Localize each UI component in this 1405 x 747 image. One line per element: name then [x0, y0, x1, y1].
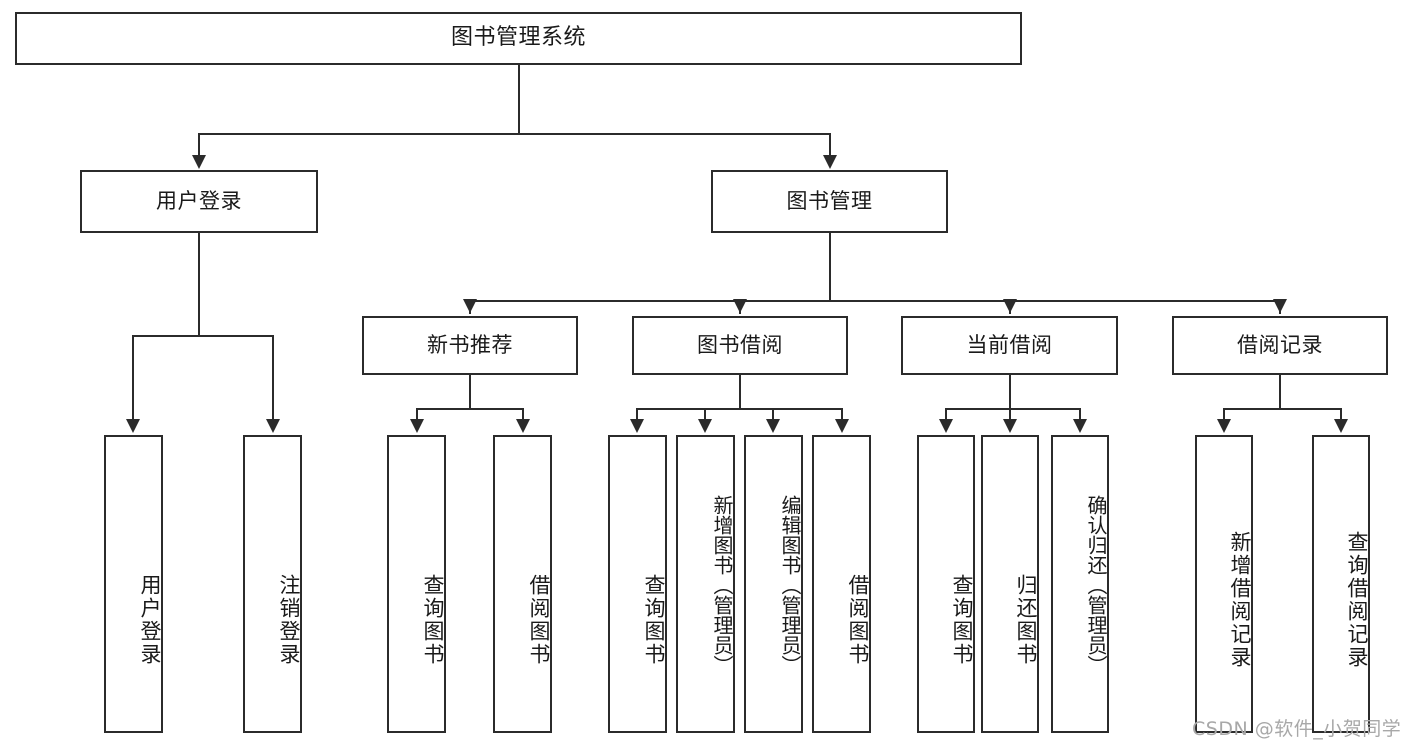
arrowhead-new-book-leaf-1 [410, 419, 424, 433]
edge-book-management-stem [829, 233, 831, 300]
arrowhead-borrow-record-leaf-1 [1217, 419, 1231, 433]
edge-borrow-record-stem [1279, 375, 1281, 408]
leaf-new-book-borrow-books[interactable]: 借阅图书 [493, 435, 552, 733]
edge-new-book-recommend-bus [416, 408, 524, 410]
arrowhead-book-management [823, 155, 837, 169]
leaf-book-borrow-query-books[interactable]: 查询图书 [608, 435, 667, 733]
edge-book-borrow-bus [636, 408, 843, 410]
arrowhead-current-borrow [1003, 299, 1017, 313]
edge-root-to-book-management [829, 133, 831, 157]
edge-new-book-recommend-to-leaf-1 [416, 408, 418, 421]
edge-root-stem [518, 65, 520, 133]
arrowhead-book-borrow-leaf-3 [766, 419, 780, 433]
arrowhead-user-login-leaf-1 [126, 419, 140, 433]
arrowhead-current-borrow-leaf-2 [1003, 419, 1017, 433]
node-root-book-management-system[interactable]: 图书管理系统 [15, 12, 1022, 65]
leaf-borrow-record-add-record[interactable]: 新增借阅记录 [1195, 435, 1253, 733]
edge-user-login-to-leaf-2 [272, 335, 274, 421]
leaf-current-borrow-return-books[interactable]: 归还图书 [981, 435, 1039, 733]
edge-current-borrow-bus [945, 408, 1080, 410]
leaf-borrow-record-query-record[interactable]: 查询借阅记录 [1312, 435, 1370, 733]
arrowhead-user-login-leaf-2 [266, 419, 280, 433]
node-borrow-record[interactable]: 借阅记录 [1172, 316, 1388, 375]
edge-user-login-to-leaf-1 [132, 335, 134, 421]
edge-current-borrow-stem [1009, 375, 1011, 408]
edge-book-borrow-stem [739, 375, 741, 408]
leaf-user-login-login[interactable]: 用户登录 [104, 435, 163, 733]
edge-current-borrow-to-leaf-3 [1079, 408, 1081, 421]
arrowhead-book-borrow-leaf-4 [835, 419, 849, 433]
edge-current-borrow-to-leaf-1 [945, 408, 947, 421]
leaf-book-borrow-add-book-admin[interactable]: 新增图书（管理员） [676, 435, 735, 733]
arrowhead-book-borrow [733, 299, 747, 313]
edge-borrow-record-to-leaf-2 [1340, 408, 1342, 421]
edge-book-borrow-to-leaf-3 [772, 408, 774, 421]
arrowhead-borrow-record [1273, 299, 1287, 313]
arrowhead-new-book-leaf-2 [516, 419, 530, 433]
edge-borrow-record-bus [1223, 408, 1342, 410]
node-new-book-recommend[interactable]: 新书推荐 [362, 316, 578, 375]
edge-user-login-stem [198, 233, 200, 335]
edge-borrow-record-to-leaf-1 [1223, 408, 1225, 421]
edge-root-bus [198, 133, 831, 135]
arrowhead-book-borrow-leaf-1 [630, 419, 644, 433]
edge-root-to-user-login [198, 133, 200, 157]
node-user-login[interactable]: 用户登录 [80, 170, 318, 233]
edge-book-borrow-to-leaf-4 [841, 408, 843, 421]
edge-new-book-recommend-stem [469, 375, 471, 408]
arrowhead-new-book-recommend [463, 299, 477, 313]
leaf-user-login-logout[interactable]: 注销登录 [243, 435, 302, 733]
leaf-book-borrow-borrow-books[interactable]: 借阅图书 [812, 435, 871, 733]
edge-new-book-recommend-to-leaf-2 [522, 408, 524, 421]
arrowhead-current-borrow-leaf-3 [1073, 419, 1087, 433]
edge-book-management-bus [469, 300, 1281, 302]
leaf-book-borrow-edit-book-admin[interactable]: 编辑图书（管理员） [744, 435, 803, 733]
leaf-new-book-query-books[interactable]: 查询图书 [387, 435, 446, 733]
arrowhead-borrow-record-leaf-2 [1334, 419, 1348, 433]
arrowhead-book-borrow-leaf-2 [698, 419, 712, 433]
leaf-current-borrow-confirm-return-admin[interactable]: 确认归还（管理员） [1051, 435, 1109, 733]
node-book-management[interactable]: 图书管理 [711, 170, 948, 233]
edge-user-login-bus [132, 335, 274, 337]
node-book-borrow[interactable]: 图书借阅 [632, 316, 848, 375]
edge-book-borrow-to-leaf-2 [704, 408, 706, 421]
edge-book-borrow-to-leaf-1 [636, 408, 638, 421]
arrowhead-current-borrow-leaf-1 [939, 419, 953, 433]
node-current-borrow[interactable]: 当前借阅 [901, 316, 1118, 375]
arrowhead-user-login [192, 155, 206, 169]
leaf-current-borrow-query-books[interactable]: 查询图书 [917, 435, 975, 733]
edge-current-borrow-to-leaf-2 [1009, 408, 1011, 421]
